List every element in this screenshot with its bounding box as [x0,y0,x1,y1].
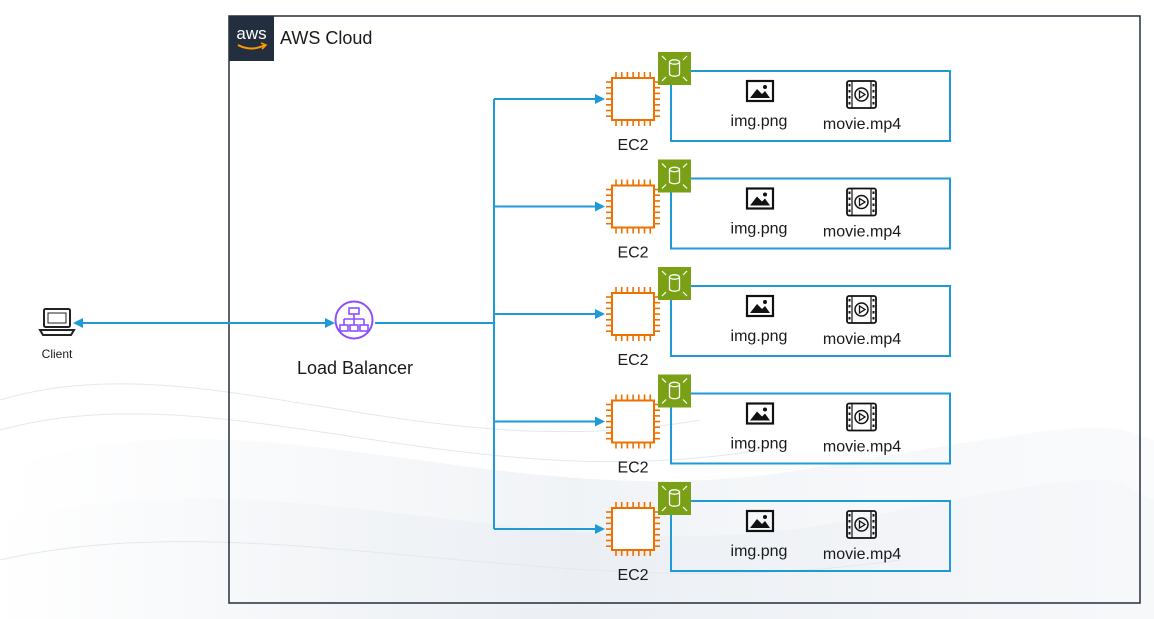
instance-storage-box [670,392,951,465]
ebs-volume-icon[interactable] [658,482,691,515]
lb-ec2-connectors [375,94,605,534]
ec2-row-1: EC2 img.png movie.mp4 [606,52,951,154]
video-file-icon[interactable] [846,187,877,217]
ebs-volume-icon[interactable] [658,374,691,408]
instance-storage-box [670,285,951,357]
ec2-chip-icon[interactable] [606,179,660,234]
aws-cloud-title: AWS Cloud [280,28,372,48]
file-label-image: img.png [731,113,788,130]
instance-storage-box [670,70,951,142]
file-label-video: movie.mp4 [823,546,901,563]
image-file-icon[interactable] [745,294,775,318]
aws-cloud-group [228,15,1141,604]
ec2-chip-icon[interactable] [606,502,660,556]
video-file-icon[interactable] [846,510,877,539]
image-file-icon[interactable] [745,509,775,533]
ec2-row-2: EC2 img.png movie.mp4 [606,159,951,262]
ec2-chip-icon[interactable] [606,72,660,126]
ebs-volume-icon[interactable] [658,267,691,300]
ec2-label: EC2 [617,460,648,477]
file-label-image: img.png [731,328,788,345]
ec2-chip-icon[interactable] [606,394,660,449]
ec2-label: EC2 [617,245,648,262]
instance-storage-box [670,177,951,250]
aws-logo-text: aws [236,24,266,43]
instance-storage-box [670,500,951,572]
ebs-volume-icon[interactable] [658,159,691,193]
file-label-image: img.png [731,543,788,560]
file-label-video: movie.mp4 [823,331,901,348]
image-file-icon[interactable] [745,79,775,103]
load-balancer-icon [334,300,374,340]
file-label-image: img.png [731,436,788,453]
ec2-label: EC2 [617,137,648,154]
load-balancer-label: Load Balancer [297,358,413,378]
video-file-icon[interactable] [846,402,877,432]
image-file-icon[interactable] [745,402,775,425]
aws-logo: aws [229,16,274,61]
ec2-label: EC2 [617,567,648,584]
load-balancer-node[interactable]: Load Balancer [297,300,413,379]
ec2-row-5: EC2 img.png movie.mp4 [606,482,951,584]
ebs-volume-icon[interactable] [658,52,691,85]
file-label-video: movie.mp4 [823,116,901,133]
client-label: Client [42,347,73,361]
ec2-row-4: EC2 img.png movie.mp4 [606,374,951,477]
laptop-icon [38,308,76,336]
ec2-label: EC2 [617,352,648,369]
ec2-chip-icon[interactable] [606,287,660,341]
video-file-icon[interactable] [846,80,877,109]
file-label-video: movie.mp4 [823,224,901,241]
video-file-icon[interactable] [846,295,877,324]
client-node[interactable]: Client [38,308,76,361]
image-file-icon[interactable] [745,187,775,210]
file-label-image: img.png [731,221,788,238]
ec2-row-3: EC2 img.png movie.mp4 [606,267,951,369]
file-label-video: movie.mp4 [823,439,901,456]
